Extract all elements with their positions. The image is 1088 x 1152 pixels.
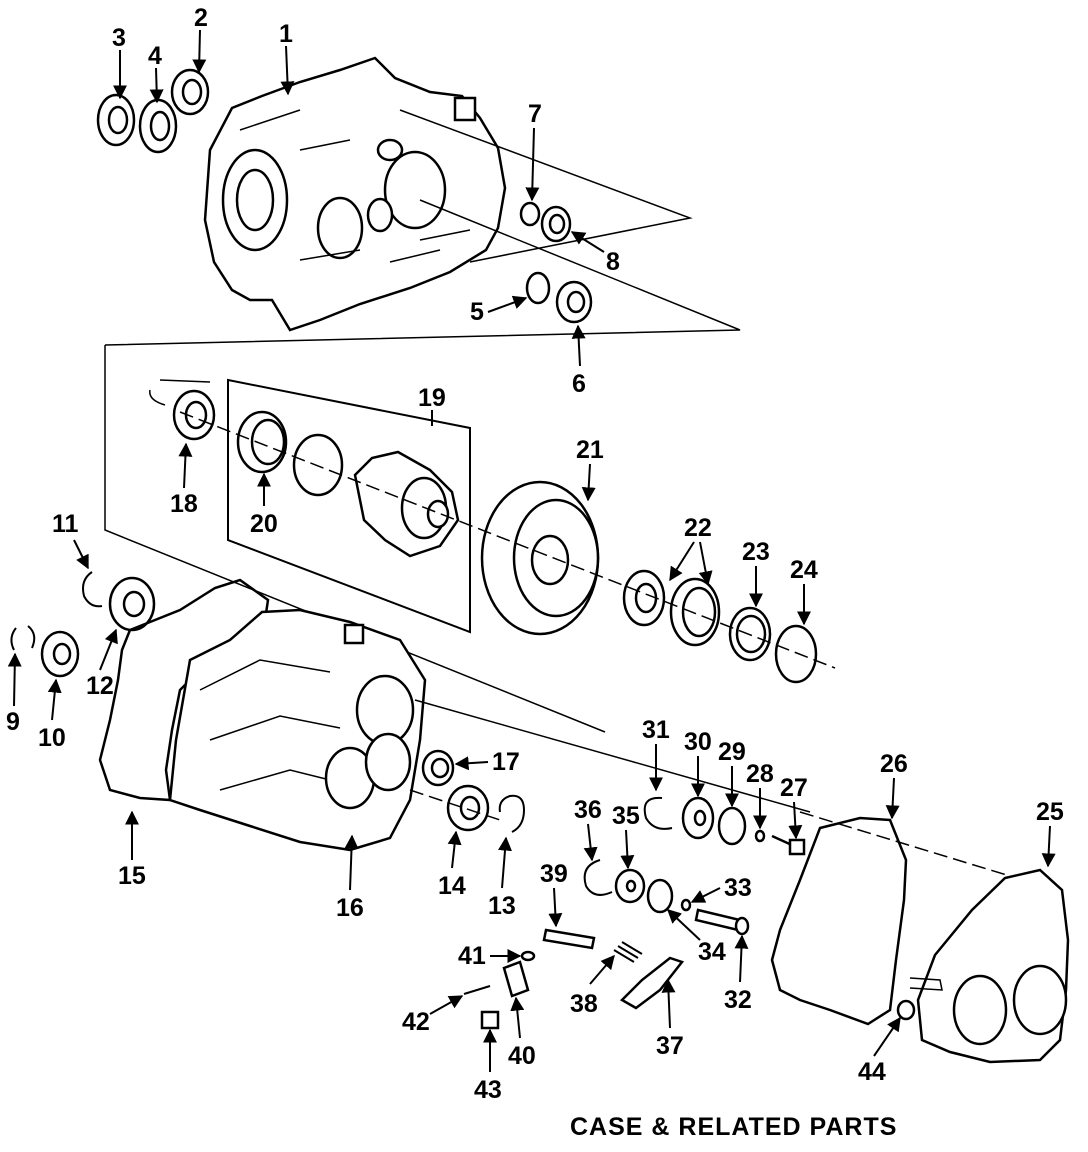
callout-2: 2	[194, 4, 208, 32]
callout-43: 43	[474, 1076, 502, 1104]
snap-ring-24	[774, 624, 818, 684]
differential-carrier	[353, 450, 460, 558]
callout-10: 10	[38, 724, 66, 752]
bearing-race-20	[236, 410, 288, 474]
seal-2	[170, 68, 210, 116]
diagram-caption: CASE & RELATED PARTS	[570, 1113, 898, 1141]
callout-30: 30	[684, 728, 712, 756]
callout-27: 27	[780, 774, 808, 802]
clip-40	[502, 960, 530, 998]
callout-11: 11	[52, 510, 79, 538]
callout-28: 28	[746, 760, 774, 788]
callout-25: 25	[1036, 798, 1064, 826]
transmission-case-lower	[168, 608, 427, 852]
callout-5: 5	[470, 298, 484, 326]
bearing-12	[108, 576, 156, 632]
callout-36: 36	[574, 796, 602, 824]
callout-4: 4	[148, 42, 162, 70]
callout-12: 12	[86, 672, 114, 700]
seal-3	[96, 93, 136, 147]
snap-ring-13	[498, 794, 526, 833]
pin-39	[542, 928, 596, 950]
callout-37: 37	[656, 1032, 684, 1060]
gasket-26	[770, 816, 908, 1026]
callout-29: 29	[718, 738, 746, 766]
callout-3: 3	[112, 24, 126, 52]
callout-8: 8	[606, 248, 620, 276]
snap-ring-9	[10, 625, 36, 651]
ring-gear-21	[480, 480, 600, 636]
bolt-27	[771, 834, 806, 856]
nut-43	[480, 1010, 500, 1030]
callout-1: 1	[279, 20, 293, 48]
callout-20: 20	[250, 510, 278, 538]
callout-34: 34	[698, 938, 726, 966]
callout-44: 44	[858, 1058, 886, 1086]
callout-40: 40	[508, 1042, 536, 1070]
differential-group-box	[227, 378, 471, 634]
callout-16: 16	[336, 894, 364, 922]
callout-32: 32	[724, 986, 752, 1014]
shaft-32	[694, 908, 750, 936]
callout-7: 7	[528, 100, 542, 128]
callout-39: 39	[540, 860, 568, 888]
spring-42	[463, 985, 491, 995]
race-7	[519, 201, 541, 227]
lever-37	[619, 956, 685, 1010]
callout-31: 31	[642, 716, 670, 744]
seal-17	[421, 749, 455, 787]
clip-41	[520, 950, 536, 962]
rear-cover-25	[909, 868, 1070, 1064]
bearing-14	[446, 784, 490, 832]
callout-6: 6	[572, 370, 586, 398]
callout-38: 38	[570, 990, 598, 1018]
callout-17: 17	[492, 748, 520, 776]
callout-33: 33	[724, 874, 752, 902]
snap-ring-36	[583, 859, 613, 896]
transmission-case-upper	[203, 56, 507, 332]
callout-24: 24	[790, 556, 818, 584]
bearing-8	[540, 205, 572, 243]
bearing-10	[40, 630, 80, 678]
spring-38	[613, 941, 643, 963]
bearing-race-5	[525, 271, 551, 305]
callout-15: 15	[118, 862, 146, 890]
callout-22: 22	[684, 514, 712, 542]
callout-9: 9	[6, 708, 20, 736]
callout-41: 41	[458, 942, 486, 970]
seal-4	[138, 98, 178, 154]
seal-44	[896, 999, 916, 1021]
callout-18: 18	[170, 490, 198, 518]
shim-18	[172, 389, 216, 441]
callout-23: 23	[742, 538, 770, 566]
gear-35	[614, 868, 646, 904]
washer-33	[680, 898, 692, 912]
o-ring-34	[646, 878, 674, 914]
callout-26: 26	[880, 750, 908, 778]
callout-21: 21	[576, 436, 604, 464]
callout-labels: 1 2 3 4 5 6 7 8 9 10 11 12 13 14 15 16 1…	[6, 4, 1064, 1104]
bearing-6	[555, 280, 593, 324]
snap-ring-31	[643, 796, 673, 830]
callout-42: 42	[402, 1008, 430, 1036]
differential-bearing	[292, 433, 344, 497]
callout-13: 13	[488, 892, 516, 920]
callout-14: 14	[438, 872, 466, 900]
gasket-15	[98, 578, 270, 802]
callout-35: 35	[612, 802, 640, 830]
o-ring-29	[717, 806, 747, 846]
snap-ring-11	[82, 571, 103, 608]
washer-28	[754, 829, 766, 843]
gear-30	[681, 796, 715, 840]
bearing-22b	[669, 577, 721, 647]
callout-19: 19	[418, 384, 446, 412]
bearing-22a	[622, 569, 666, 627]
